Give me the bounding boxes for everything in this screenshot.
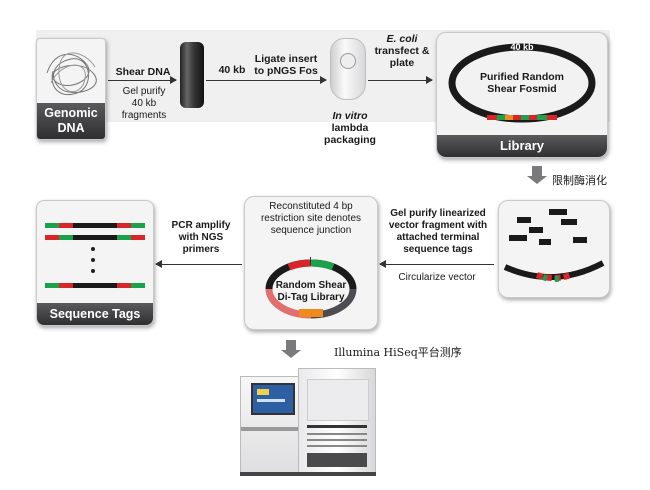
- in-vitro-italic: In vitro: [332, 110, 368, 122]
- fragment-black-3: [561, 219, 577, 225]
- lambda-tube-icon: [330, 38, 366, 100]
- arrow-ligate: [206, 76, 327, 84]
- arrow-pcr: [155, 260, 242, 268]
- sequencing-down-arrow: [281, 340, 301, 358]
- ellipsis-dots: [91, 247, 95, 277]
- library-title: Purified Random Shear Fosmid: [479, 71, 564, 95]
- dna-tangle-icon: [46, 52, 97, 95]
- linearized-card: [498, 200, 610, 298]
- shear-dna-label: Shear DNA: [115, 66, 171, 78]
- fragment-black-4: [529, 227, 543, 233]
- ditag-title: Random Shear Di-Tag Library: [275, 280, 347, 303]
- tag-read-1: [45, 223, 145, 229]
- sequencing-label: Illumina HiSeq平台测序: [334, 346, 462, 359]
- hiseq-left-module: [240, 376, 302, 476]
- genomic-dna-title: Genomic DNA: [37, 103, 105, 139]
- digest-chinese-label: 限制酶消化: [552, 174, 607, 187]
- circularize-label: Circularize vector: [398, 272, 476, 283]
- fragment-black-7: [573, 237, 587, 243]
- hiseq-screen: [251, 383, 295, 415]
- pcr-label: PCR amplify with NGS primers: [171, 220, 231, 255]
- hiseq-tower: [298, 368, 376, 476]
- transfect-label: transfect & plate: [374, 45, 430, 69]
- gel-band-icon: [180, 42, 204, 108]
- sequence-tags-bar: Sequence Tags: [37, 303, 153, 325]
- fragment-black-5: [509, 235, 527, 241]
- hiseq-instrument: [240, 368, 380, 478]
- in-vitro-label: In vitro: [322, 110, 378, 122]
- ditag-ring: [265, 259, 357, 319]
- ring-size-label: 40 kb: [510, 42, 534, 52]
- tag-read-2: [45, 235, 145, 241]
- ecoli-italic: E. coli: [386, 33, 418, 45]
- library-card: 40 kb Purified Random Shear Fosmid Libra…: [436, 32, 608, 158]
- arrow-transfect: [368, 76, 433, 84]
- fragment-black-1: [549, 209, 567, 215]
- tag-read-3: [45, 283, 145, 289]
- arrow-circularize: [379, 260, 494, 268]
- ligate-label: Ligate insert to pNGS Fos: [254, 53, 318, 77]
- reconstituted-label: Reconstituted 4 bp restriction site deno…: [260, 201, 362, 236]
- gel-purify-label: Gel purify 40 kb fragments: [121, 86, 167, 121]
- junction-marker: [310, 257, 311, 265]
- ditag-card: Reconstituted 4 bp restriction site deno…: [244, 196, 378, 330]
- digest-down-arrow: [527, 166, 547, 184]
- arrow-shear: [108, 76, 177, 84]
- sequence-tags-card: Sequence Tags: [36, 200, 154, 326]
- fragment-black-6: [539, 239, 551, 245]
- size-40kb-label: 40 kb: [218, 64, 246, 76]
- ecoli-label: E. coli: [372, 33, 432, 45]
- library-bar: Library: [437, 135, 607, 157]
- insert-segments: [487, 115, 557, 121]
- linear-vector-arc: [503, 260, 605, 282]
- packaging-label: lambda packaging: [324, 122, 376, 146]
- fragment-black-2: [517, 217, 531, 223]
- linearized-text: Gel purify linearized vector fragment wi…: [388, 208, 488, 255]
- genomic-dna-card: Genomic DNA: [36, 38, 106, 140]
